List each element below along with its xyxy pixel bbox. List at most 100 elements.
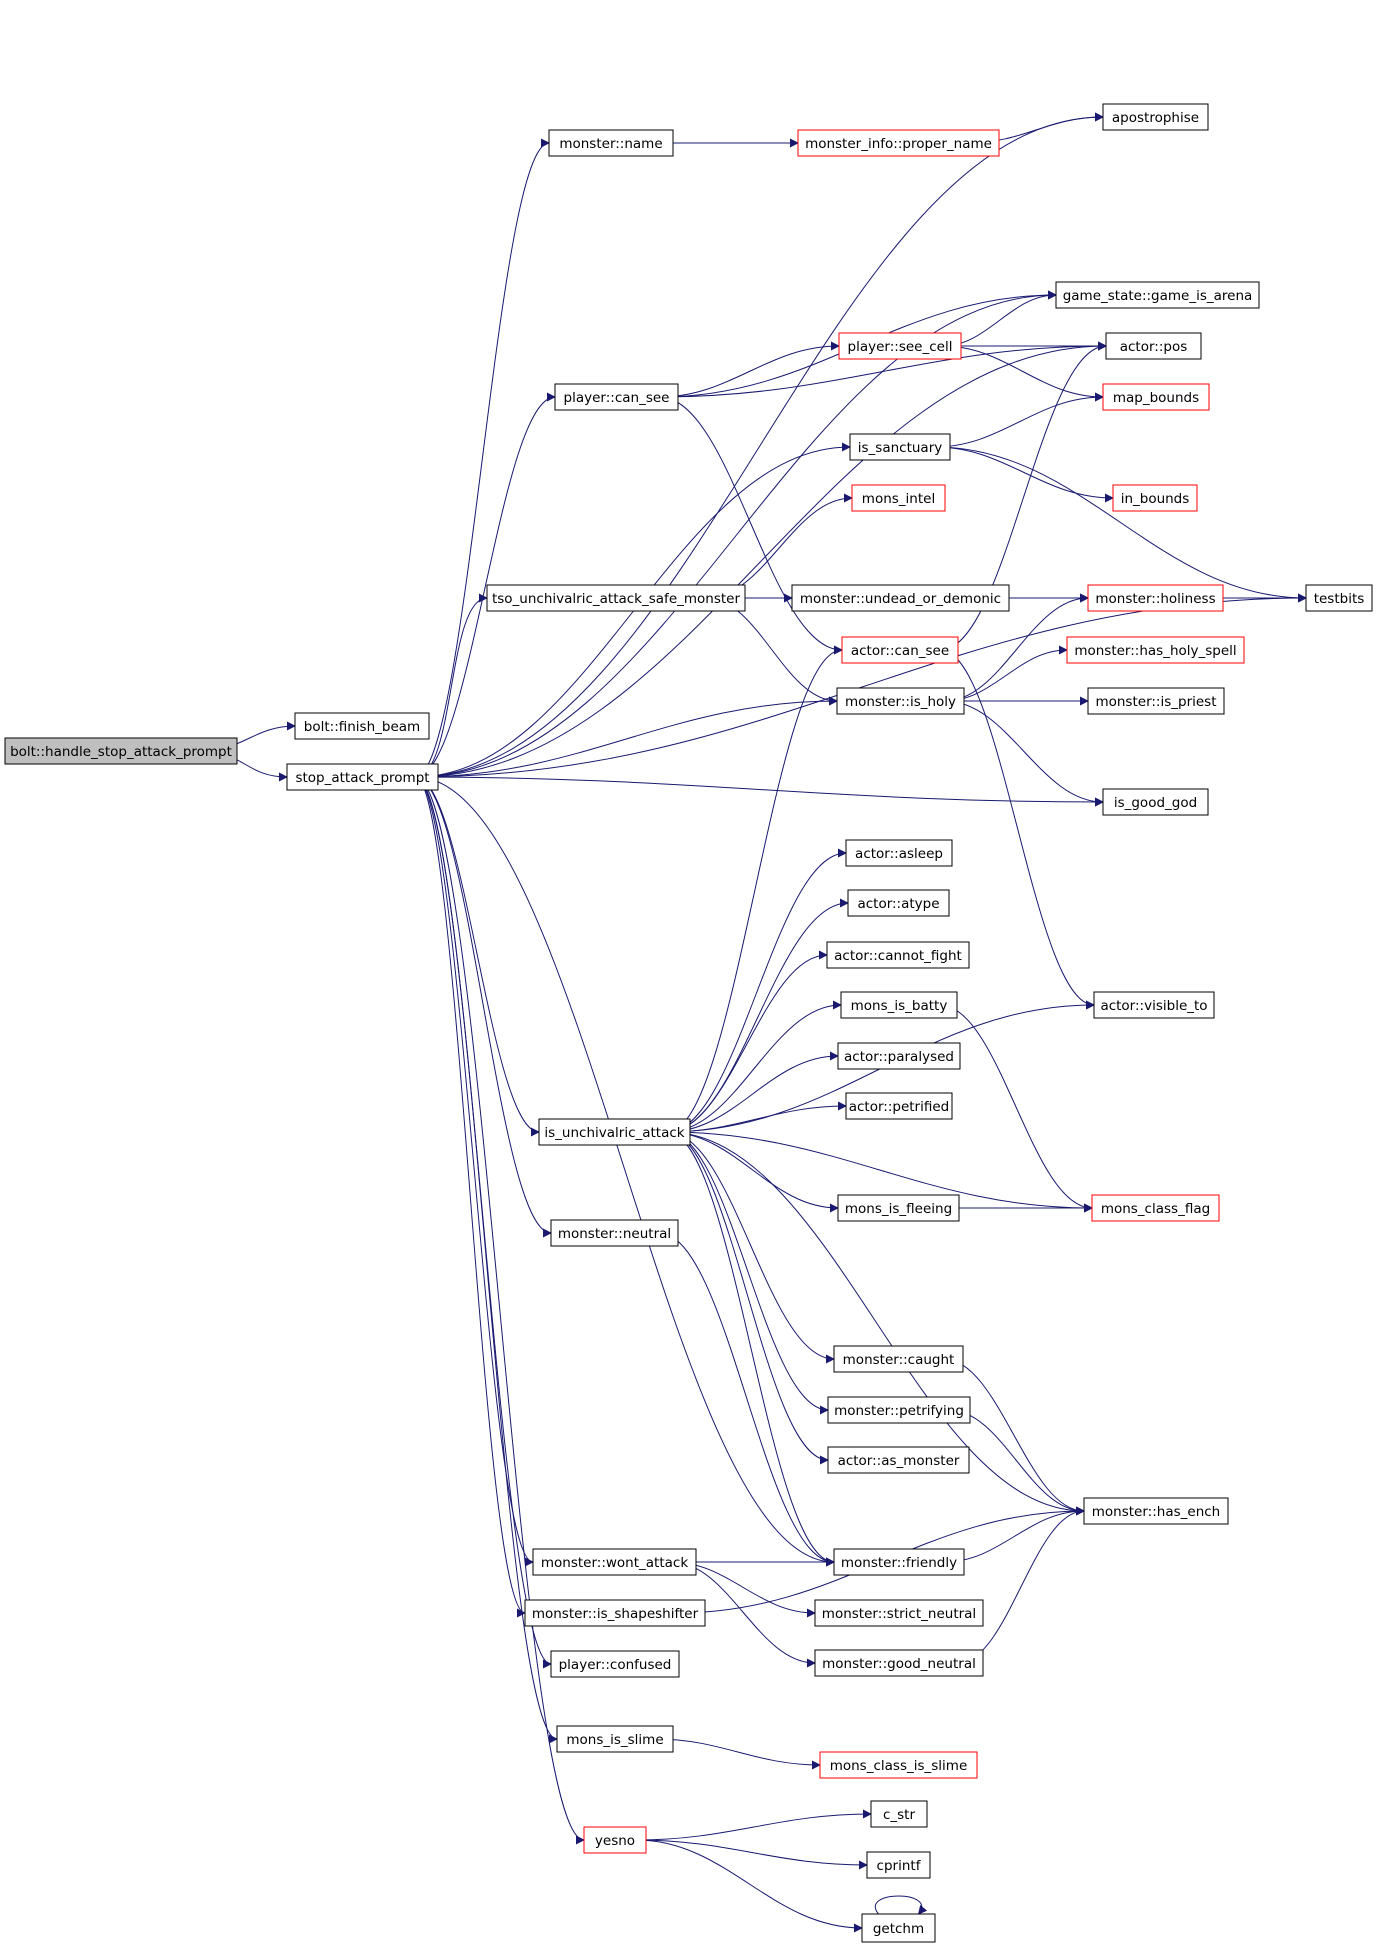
node-mpet[interactable]: monster::petrifying	[827, 1396, 971, 1424]
node-misp[interactable]: monster::is_priest	[1087, 687, 1225, 715]
node-label: player::confused	[559, 1657, 672, 1673]
edge-yesno-to-cprintf	[636, 1839, 868, 1870]
edge-tso-to-monsintel	[706, 493, 853, 599]
edge-line	[944, 1506, 1085, 1563]
edge-line	[874, 1895, 928, 1915]
node-label: actor::cannot_fight	[834, 948, 962, 964]
node-mud[interactable]: monster::undead_or_demonic	[791, 584, 1010, 612]
node-aasm[interactable]: actor::as_monster	[827, 1446, 970, 1474]
edge-line	[659, 396, 843, 655]
node-box	[532, 1548, 697, 1576]
node-psc[interactable]: player::see_cell	[838, 332, 962, 360]
node-label: tso_unchivalric_attack_safe_monster	[492, 591, 740, 607]
node-mib[interactable]: mons_is_batty	[840, 991, 958, 1019]
node-mipn[interactable]: monster_info::proper_name	[797, 129, 1000, 157]
node-cstr[interactable]: c_str	[870, 1800, 928, 1828]
node-iua[interactable]: is_unchivalric_attack	[538, 1118, 691, 1146]
node-avt[interactable]: actor::visible_to	[1093, 991, 1215, 1019]
edge-iua-to-aaty	[667, 898, 849, 1133]
node-box	[851, 484, 946, 512]
node-mcis[interactable]: mons_class_is_slime	[819, 1751, 978, 1779]
node-mhhs[interactable]: monster::has_holy_spell	[1066, 636, 1245, 664]
node-label: monster::has_ench	[1092, 1504, 1220, 1520]
node-box	[1305, 584, 1373, 612]
node-handle[interactable]: bolt::handle_stop_attack_prompt	[4, 737, 238, 765]
node-mish[interactable]: monster::is_holy	[836, 687, 965, 715]
edge-pcs-to-acs	[659, 396, 843, 655]
node-tso[interactable]: tso_unchivalric_attack_safe_monster	[486, 584, 746, 612]
node-box	[548, 129, 674, 157]
node-pcs[interactable]: player::can_see	[554, 383, 679, 411]
edge-line	[667, 1131, 829, 1415]
node-finish[interactable]: bolt::finish_beam	[294, 712, 430, 740]
edge-line	[415, 776, 585, 1845]
node-box	[819, 1751, 978, 1779]
node-pconf[interactable]: player::confused	[550, 1650, 680, 1678]
node-mcf[interactable]: mons_class_flag	[1091, 1194, 1220, 1222]
edge-line	[415, 138, 550, 778]
node-label: actor::pos	[1120, 339, 1188, 355]
node-label: monster::is_shapeshifter	[532, 1606, 699, 1622]
node-label: monster::holiness	[1095, 591, 1215, 607]
node-mapb[interactable]: map_bounds	[1102, 383, 1210, 411]
node-label: mons_class_flag	[1101, 1201, 1210, 1217]
node-mgn[interactable]: monster::good_neutral	[814, 1649, 984, 1677]
node-mislime[interactable]: mons_is_slime	[556, 1725, 674, 1753]
edge-iua-to-acs	[667, 645, 843, 1133]
node-apos[interactable]: apostrophise	[1102, 103, 1209, 131]
edge-line	[655, 1738, 821, 1770]
node-monsintel[interactable]: mons_intel	[851, 484, 946, 512]
node-acf[interactable]: actor::cannot_fight	[826, 941, 970, 969]
edge-issanc-to-mapb	[934, 392, 1104, 448]
edge-getchm-to-getchm	[874, 1895, 928, 1915]
edge-mcau-to-mhe	[943, 1358, 1085, 1516]
edge-line	[667, 898, 849, 1133]
node-issanc[interactable]: is_sanctuary	[849, 433, 951, 461]
node-apar[interactable]: actor::paralysed	[837, 1042, 961, 1070]
edge-line	[667, 1131, 835, 1364]
edge-line	[667, 1131, 1093, 1213]
node-mwa[interactable]: monster::wont_attack	[532, 1548, 697, 1576]
node-sap[interactable]: stop_attack_prompt	[286, 763, 439, 791]
node-box	[1102, 788, 1209, 816]
node-box	[1083, 1497, 1229, 1525]
node-yesno[interactable]: yesno	[583, 1826, 647, 1854]
node-mcau[interactable]: monster::caught	[833, 1345, 964, 1373]
node-mhe[interactable]: monster::has_ench	[1083, 1497, 1229, 1525]
edge-line	[667, 1131, 1085, 1516]
node-box	[849, 433, 951, 461]
edge-mfr-to-mhe	[944, 1506, 1085, 1563]
node-label: c_str	[883, 1807, 915, 1823]
node-gia[interactable]: game_state::game_is_arena	[1055, 281, 1260, 309]
edge-iua-to-aasl	[667, 848, 847, 1133]
node-getchm[interactable]: getchm	[861, 1913, 936, 1943]
node-acs[interactable]: actor::can_see	[841, 636, 959, 664]
edge-line	[658, 1232, 835, 1567]
node-box	[827, 1446, 970, 1474]
edge-line	[940, 341, 1107, 651]
node-miss[interactable]: monster::is_shapeshifter	[524, 1599, 706, 1627]
node-inb[interactable]: in_bounds	[1112, 484, 1198, 512]
node-mname[interactable]: monster::name	[548, 129, 674, 157]
node-box	[524, 1599, 706, 1627]
node-mneu[interactable]: monster::neutral	[550, 1219, 679, 1247]
node-mhol[interactable]: monster::holiness	[1087, 584, 1224, 612]
edge-sap-to-issanc	[415, 442, 851, 778]
edge-line	[944, 700, 1104, 807]
node-label: stop_attack_prompt	[295, 770, 429, 786]
node-aaty[interactable]: actor::atype	[847, 889, 950, 917]
node-msn[interactable]: monster::strict_neutral	[814, 1599, 984, 1627]
node-testbits[interactable]: testbits	[1305, 584, 1373, 612]
node-label: testbits	[1314, 591, 1365, 607]
node-cprintf[interactable]: cprintf	[866, 1851, 931, 1879]
node-aasl[interactable]: actor::asleep	[845, 839, 953, 867]
edge-line	[934, 446, 1114, 503]
node-label: in_bounds	[1121, 491, 1190, 507]
node-mif[interactable]: mons_is_fleeing	[837, 1194, 960, 1222]
node-igg[interactable]: is_good_god	[1102, 788, 1209, 816]
node-label: is_unchivalric_attack	[544, 1125, 684, 1141]
node-apet[interactable]: actor::petrified	[845, 1092, 953, 1120]
node-mfr[interactable]: monster::friendly	[833, 1548, 965, 1576]
node-apos2[interactable]: actor::pos	[1105, 332, 1202, 360]
